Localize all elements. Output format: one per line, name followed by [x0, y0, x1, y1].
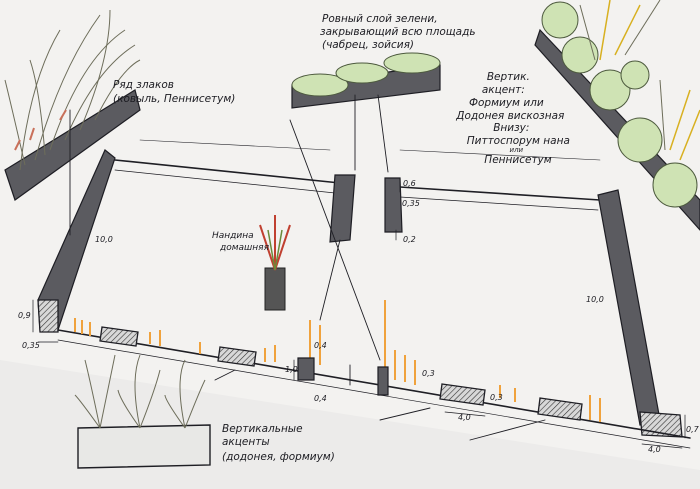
bottom-note: Вертикальные акценты (додонея, формиум) — [222, 423, 335, 463]
right-wall — [597, 189, 661, 426]
svg-text:0,9: 0,9 — [18, 311, 31, 320]
right-note: Вертик. акцент: Формиум или Додонея виск… — [455, 71, 573, 166]
dimension-labels: 10,0 10,0 0,9 0,35 0,6 0,35 0,2 1,0 0,4 … — [18, 179, 700, 454]
front-edge — [57, 329, 691, 439]
dimension-lines — [32, 177, 686, 449]
front-blocks — [99, 326, 583, 421]
left-grass-planter — [4, 9, 141, 201]
top-note: Ровный слой зелени, закрывающий всю площ… — [320, 13, 479, 51]
back-edge — [114, 159, 601, 201]
svg-text:0,4: 0,4 — [314, 394, 327, 403]
svg-text:0,4: 0,4 — [314, 341, 327, 350]
svg-text:0,3: 0,3 — [490, 393, 503, 402]
central-planters — [329, 174, 403, 243]
svg-text:4,0: 4,0 — [458, 413, 471, 422]
background-fence — [139, 139, 601, 161]
grass-row-note: Ряд злаков (ковыль, Пеннисетум) — [113, 79, 235, 105]
svg-text:0,2: 0,2 — [403, 235, 416, 244]
left-wall-section — [37, 299, 59, 333]
front-grass-row — [74, 300, 601, 422]
svg-text:4,0: 4,0 — [648, 445, 661, 454]
nandina-plant — [259, 215, 291, 311]
svg-text:0,6: 0,6 — [403, 179, 416, 188]
svg-text:1,0: 1,0 — [285, 365, 298, 374]
top-greenery-planter — [291, 52, 441, 109]
svg-text:0,35: 0,35 — [402, 199, 420, 208]
annotation-arrows — [69, 94, 546, 441]
nandina-label: Нандина домашняя — [212, 231, 270, 253]
right-shrub-planter — [534, 0, 700, 231]
svg-text:10,0: 10,0 — [95, 235, 113, 244]
svg-text:0,3: 0,3 — [422, 369, 435, 378]
svg-text:0,35: 0,35 — [22, 341, 40, 350]
svg-text:10,0: 10,0 — [586, 295, 604, 304]
bottom-left-planter — [74, 354, 211, 469]
svg-text:0,7: 0,7 — [686, 425, 700, 434]
